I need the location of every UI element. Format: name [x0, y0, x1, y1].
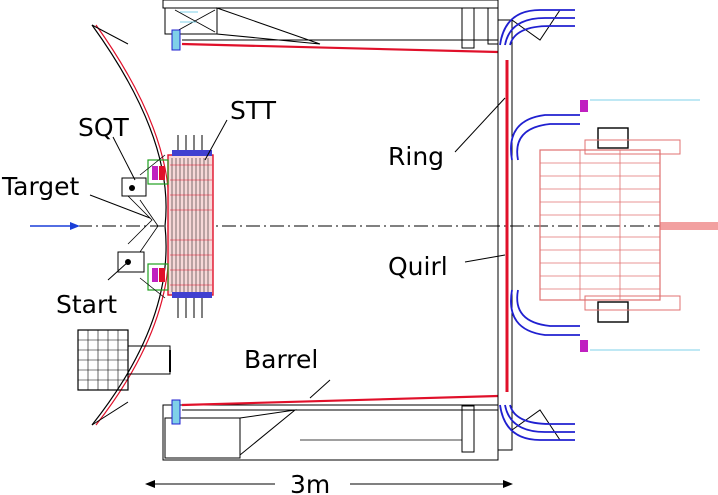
label-stt: STT: [230, 96, 277, 125]
left-endcap-lines: [91, 24, 129, 426]
forward-module: [77, 329, 171, 391]
label-target: Target: [1, 172, 80, 201]
label-scale: 3m: [290, 470, 330, 495]
fiber-bundles: [499, 9, 580, 441]
scale-bar: [145, 480, 513, 488]
sqt-target-start-assembly: [117, 154, 169, 299]
readout-electronics: [539, 99, 700, 352]
bottom-barrel: [162, 394, 499, 461]
leader-lines: [89, 97, 506, 399]
stt-detector: [167, 135, 214, 318]
left-endcap-curve: [91, 24, 167, 426]
ring-quirl-wall: [497, 9, 575, 451]
label-ring: Ring: [388, 142, 444, 171]
label-start: Start: [56, 290, 117, 319]
top-barrel: [162, 0, 499, 54]
beam-arrowhead: [70, 222, 80, 230]
label-barrel: Barrel: [244, 345, 318, 374]
label-quirl: Quirl: [388, 252, 448, 281]
label-sqt: SQT: [78, 113, 130, 142]
